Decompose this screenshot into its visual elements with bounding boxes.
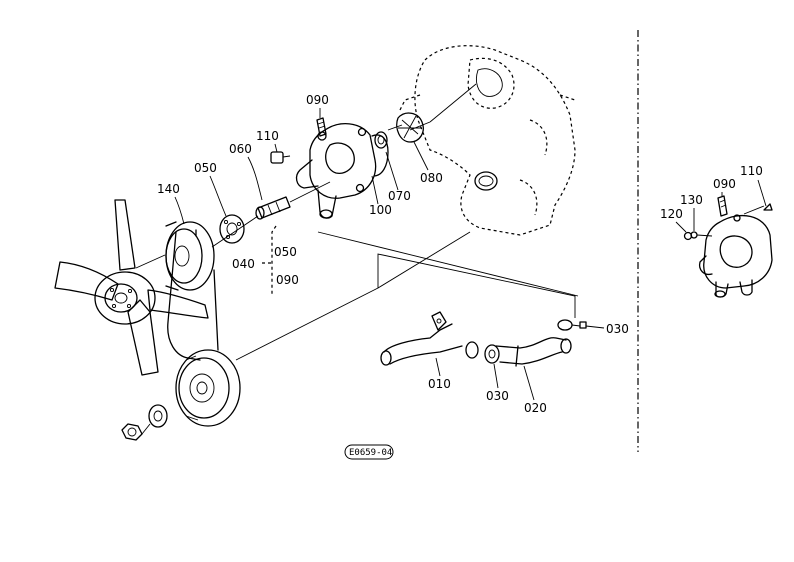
label-120-inset: 120 — [660, 207, 683, 221]
label-090-bottom: 090 — [276, 273, 299, 287]
label-090-top: 090 — [306, 93, 329, 107]
label-050-top: 050 — [194, 161, 217, 175]
label-070: 070 — [388, 189, 411, 203]
label-130-inset: 130 — [680, 193, 703, 207]
label-050-bottom: 050 — [274, 245, 297, 259]
label-030-right: 030 — [606, 322, 629, 336]
hose-assembly — [380, 311, 587, 367]
label-080: 080 — [420, 171, 443, 185]
label-100: 100 — [369, 203, 392, 217]
part-labels: 090 110 060 050 140 040 050 090 070 100 … — [157, 93, 767, 415]
water-pump-assembly — [219, 83, 477, 244]
engine-block-outline — [399, 45, 576, 236]
inset-water-pump — [683, 195, 773, 298]
group-bracket — [271, 225, 277, 296]
label-090-inset: 090 — [713, 177, 736, 191]
figure-code-badge: E0659-04 — [344, 444, 394, 460]
fan-and-pulley-group — [54, 199, 259, 441]
label-110: 110 — [256, 129, 279, 143]
label-060: 060 — [229, 142, 252, 156]
leader-lines — [235, 231, 579, 361]
figure-code-text: E0659-04 — [349, 448, 392, 458]
label-140: 140 — [157, 182, 180, 196]
label-110-inset: 110 — [740, 164, 763, 178]
label-010: 010 — [428, 377, 451, 391]
label-040: 040 — [232, 257, 255, 271]
label-020: 020 — [524, 401, 547, 415]
label-030-bottom: 030 — [486, 389, 509, 403]
